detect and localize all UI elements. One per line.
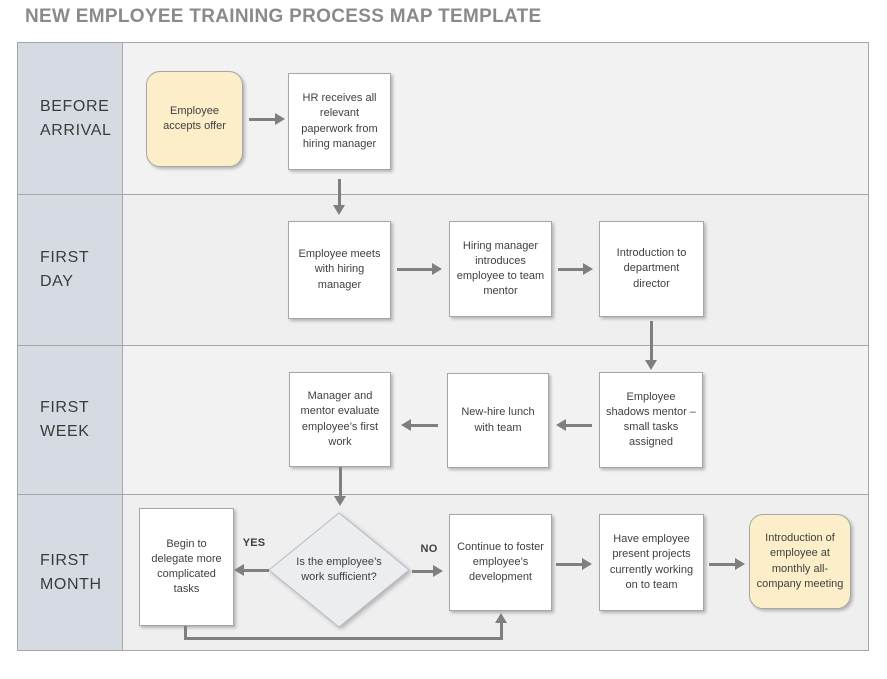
branch-label-no: NO: [420, 543, 438, 555]
swimlane-label-first-day: FIRST DAY: [18, 195, 123, 345]
arrow-shaft: [244, 569, 269, 572]
arrow-head-icon: [234, 564, 244, 576]
node-hr-receives-paperwork: HR receives all relevant paperwork from …: [288, 73, 391, 170]
node-new-hire-lunch: New-hire lunch with team: [447, 373, 549, 468]
arrow-shaft: [411, 424, 438, 427]
arrow-head-icon: [735, 558, 745, 570]
diamond-shape: [268, 512, 410, 628]
arrow-shaft: [558, 268, 584, 271]
branch-label-yes: YES: [242, 537, 266, 549]
swimlane-label-before-arrival: BEFORE ARRIVAL: [18, 43, 123, 194]
node-decision-work-sufficient: Is the employee’s work sufficient?: [268, 512, 410, 628]
arrow-head-icon: [333, 205, 345, 215]
row-divider: [18, 345, 868, 346]
arrow-shaft: [397, 268, 433, 271]
page-title: NEW EMPLOYEE TRAINING PROCESS MAP TEMPLA…: [25, 6, 542, 27]
arrow-shaft: [709, 563, 736, 566]
decision-text: Is the employee’s work sufficient?: [296, 555, 382, 583]
arrow-shaft: [556, 563, 583, 566]
arrow-head-icon: [433, 565, 443, 577]
lane-label: FIRST WEEK: [40, 399, 90, 440]
swimlane-row-first-week: [18, 345, 868, 494]
node-employee-accepts-offer: Employee accepts offer: [146, 71, 243, 167]
row-divider: [18, 494, 868, 495]
node-evaluate-first-work: Manager and mentor evaluate employee’s f…: [289, 372, 391, 467]
arrow-head-icon: [556, 419, 566, 431]
arrow-shaft: [338, 179, 341, 207]
connector-segment: [184, 626, 187, 640]
node-manager-introduces-mentor: Hiring manager introduces employee to te…: [449, 221, 552, 317]
arrow-head-icon: [583, 263, 593, 275]
arrow-shaft: [566, 424, 592, 427]
arrow-shaft: [339, 467, 342, 497]
node-foster-development: Continue to foster employee’s developmen…: [449, 514, 552, 611]
arrow-head-icon: [495, 613, 507, 623]
arrow-head-icon: [275, 113, 285, 125]
arrow-shaft: [650, 321, 653, 361]
connector-segment: [500, 623, 503, 640]
node-employee-meets-manager: Employee meets with hiring manager: [288, 221, 391, 319]
row-divider: [18, 194, 868, 195]
process-map: BEFORE ARRIVAL FIRST DAY FIRST WEEK FIRS…: [17, 42, 869, 651]
node-present-projects: Have employee present projects currently…: [599, 514, 704, 611]
swimlane-label-first-month: FIRST MONTH: [18, 495, 123, 650]
swimlane-label-first-week: FIRST WEEK: [18, 346, 123, 494]
connector-segment: [184, 637, 503, 640]
arrow-head-icon: [582, 558, 592, 570]
arrow-head-icon: [645, 360, 657, 370]
node-employee-shadows-mentor: Employee shadows mentor – small tasks as…: [599, 372, 703, 468]
arrow-shaft: [249, 118, 276, 121]
swimlane-row-first-day: [18, 194, 868, 345]
node-company-meeting-intro: Introduction of employee at monthly all-…: [749, 514, 851, 609]
arrow-head-icon: [334, 496, 346, 506]
arrow-head-icon: [432, 263, 442, 275]
arrow-head-icon: [401, 419, 411, 431]
lane-label: FIRST MONTH: [40, 551, 102, 593]
node-introduction-director: Introduction to department director: [599, 221, 704, 317]
lane-label: BEFORE ARRIVAL: [40, 97, 112, 139]
arrow-shaft: [412, 570, 434, 573]
node-delegate-tasks: Begin to delegate more complicated tasks: [139, 508, 234, 626]
lane-label: FIRST DAY: [40, 249, 89, 290]
